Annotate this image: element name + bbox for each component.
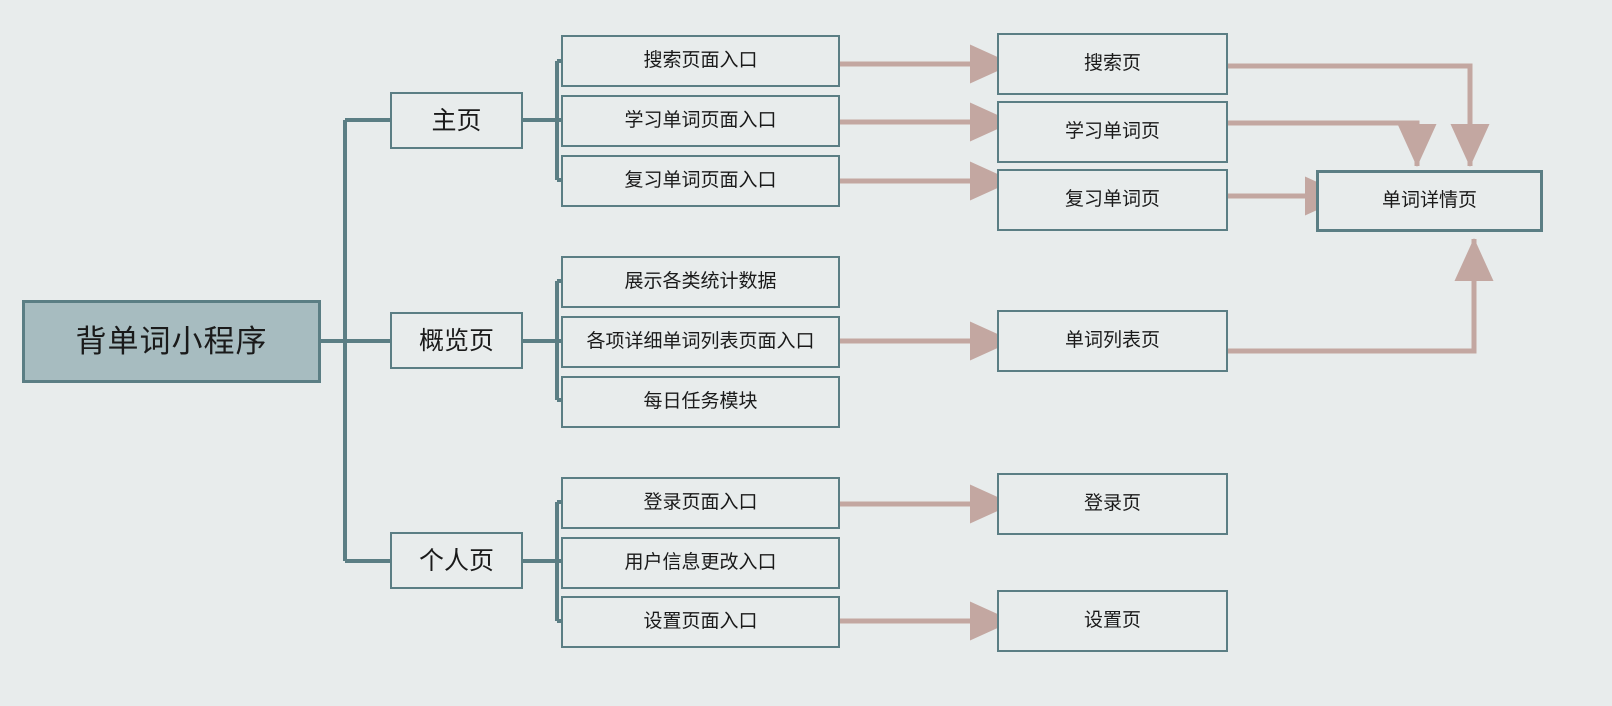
- page-node-word-list-label: 单词列表页: [1064, 329, 1160, 351]
- page-node-settings[interactable]: 设置页: [997, 590, 1228, 652]
- page-node-word-list[interactable]: 单词列表页: [997, 310, 1228, 372]
- leaf-node-study-entry[interactable]: 学习单词页面入口: [561, 95, 840, 147]
- page-node-search-label: 搜索页: [1083, 52, 1141, 74]
- page-node-word-detail[interactable]: 单词详情页: [1316, 170, 1543, 232]
- page-node-login-label: 登录页: [1083, 492, 1141, 514]
- leaf-node-review-entry-label: 复习单词页面入口: [624, 169, 777, 191]
- page-node-word-detail-label: 单词详情页: [1381, 189, 1477, 211]
- leaf-node-userinfo-entry-label: 用户信息更改入口: [624, 551, 777, 573]
- root-node-label: 背单词小程序: [75, 323, 268, 359]
- branch-node-home[interactable]: 主页: [390, 92, 523, 149]
- branch-node-profile[interactable]: 个人页: [390, 532, 523, 589]
- leaf-node-wordlist-entry-label: 各项详细单词列表页面入口: [586, 330, 815, 352]
- leaf-node-login-entry-label: 登录页面入口: [643, 491, 758, 513]
- leaf-node-wordlist-entry[interactable]: 各项详细单词列表页面入口: [561, 316, 840, 368]
- leaf-node-login-entry[interactable]: 登录页面入口: [561, 477, 840, 529]
- leaf-node-search-entry-label: 搜索页面入口: [643, 49, 758, 71]
- root-node[interactable]: 背单词小程序: [22, 300, 321, 383]
- page-node-login[interactable]: 登录页: [997, 473, 1228, 535]
- leaf-node-review-entry[interactable]: 复习单词页面入口: [561, 155, 840, 207]
- leaf-node-search-entry[interactable]: 搜索页面入口: [561, 35, 840, 87]
- page-node-settings-label: 设置页: [1083, 609, 1141, 631]
- leaf-node-settings-entry[interactable]: 设置页面入口: [561, 596, 840, 648]
- leaf-node-userinfo-entry[interactable]: 用户信息更改入口: [561, 537, 840, 589]
- leaf-node-statistics-label: 展示各类统计数据: [624, 270, 777, 292]
- page-node-study-word-label: 学习单词页: [1064, 120, 1160, 142]
- branch-node-overview-label: 概览页: [418, 326, 494, 355]
- page-node-search[interactable]: 搜索页: [997, 33, 1228, 95]
- leaf-node-study-entry-label: 学习单词页面入口: [624, 109, 777, 131]
- branch-node-profile-label: 个人页: [418, 546, 494, 575]
- leaf-node-daily-task-label: 每日任务模块: [643, 390, 758, 412]
- branch-node-overview[interactable]: 概览页: [390, 312, 523, 369]
- leaf-node-daily-task[interactable]: 每日任务模块: [561, 376, 840, 428]
- page-node-review-word[interactable]: 复习单词页: [997, 169, 1228, 231]
- leaf-node-statistics[interactable]: 展示各类统计数据: [561, 256, 840, 308]
- branch-node-home-label: 主页: [431, 106, 482, 135]
- leaf-node-settings-entry-label: 设置页面入口: [643, 610, 758, 632]
- page-node-study-word[interactable]: 学习单词页: [997, 101, 1228, 163]
- page-node-review-word-label: 复习单词页: [1064, 188, 1160, 210]
